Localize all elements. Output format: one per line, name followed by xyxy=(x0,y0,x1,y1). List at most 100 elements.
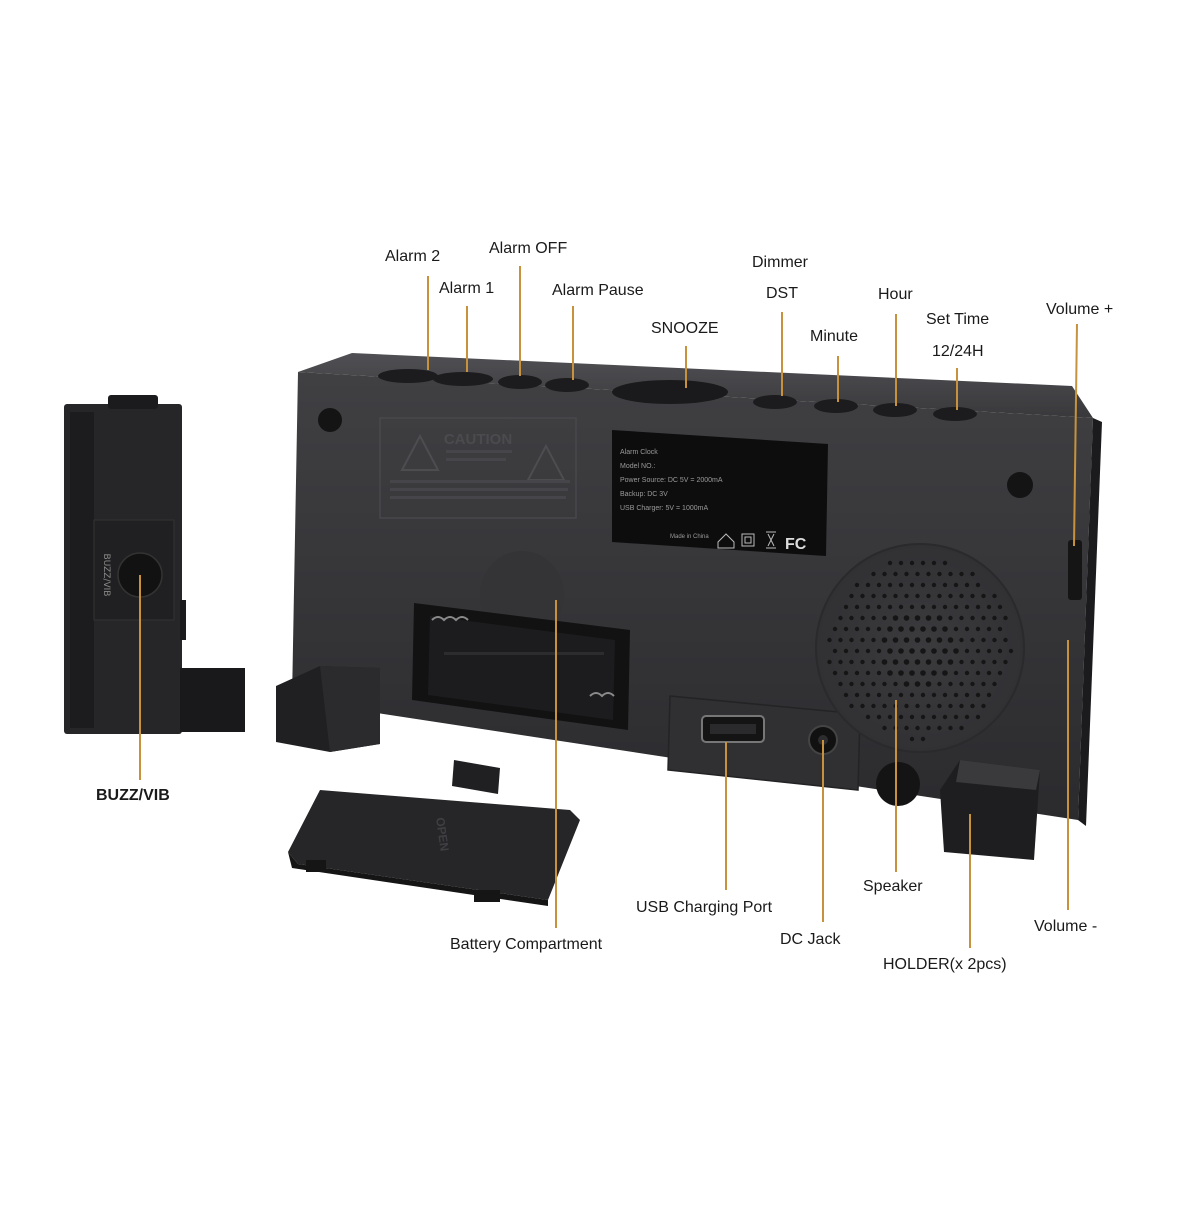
speaker-hole xyxy=(909,648,915,654)
speaker-hole xyxy=(909,670,915,676)
speaker-hole xyxy=(970,615,975,621)
speaker-hole xyxy=(871,571,876,577)
speaker-hole xyxy=(838,659,843,665)
speaker-hole xyxy=(876,648,882,654)
snooze-button[interactable] xyxy=(612,380,728,404)
speaker-hole xyxy=(838,637,843,643)
speaker-hole xyxy=(964,626,970,632)
speaker-hole xyxy=(931,670,937,676)
callout-minute: Minute xyxy=(810,328,859,345)
speaker-hole xyxy=(975,604,981,610)
speaker-hole xyxy=(893,681,898,687)
speaker-hole xyxy=(909,736,915,742)
speaker-hole xyxy=(981,637,986,643)
dimmer-dst-button[interactable] xyxy=(753,395,797,409)
speaker-hole xyxy=(986,670,992,676)
speaker-hole xyxy=(914,681,921,687)
speaker-hole xyxy=(909,714,915,720)
speaker-hole xyxy=(925,637,932,643)
speaker-hole xyxy=(898,648,904,654)
speaker-hole xyxy=(893,593,898,599)
speaker-hole xyxy=(832,626,838,632)
speaker-hole xyxy=(854,626,860,632)
speaker-hole xyxy=(854,670,860,676)
alarm-2-button[interactable] xyxy=(378,369,438,383)
speaker-hole xyxy=(903,681,910,687)
holder-right xyxy=(940,760,1040,860)
speaker-hole xyxy=(865,670,871,676)
speaker-hole xyxy=(909,560,915,566)
speaker-hole xyxy=(959,615,964,621)
screw-hole-left xyxy=(318,408,342,432)
speaker-hole xyxy=(931,692,937,698)
minute-button[interactable] xyxy=(814,399,858,413)
speaker-hole xyxy=(909,582,915,588)
speaker-hole xyxy=(992,681,997,687)
volume-rocker[interactable] xyxy=(1068,540,1082,600)
label-line: Made in China xyxy=(670,534,709,540)
speaker-hole xyxy=(920,692,926,698)
speaker-hole xyxy=(992,615,997,621)
label-line: Backup: DC 3V xyxy=(620,491,668,498)
caution-title: CAUTION xyxy=(444,431,512,448)
speaker-hole xyxy=(843,648,849,654)
speaker-hole xyxy=(843,626,849,632)
speaker-hole xyxy=(992,593,997,599)
speaker-hole xyxy=(898,604,904,610)
alarm-off-button[interactable] xyxy=(498,375,542,389)
alarm-pause-button[interactable] xyxy=(545,378,589,392)
right-side xyxy=(1078,418,1102,826)
speaker-hole xyxy=(926,571,931,577)
speaker-hole xyxy=(871,659,876,665)
speaker-hole xyxy=(876,582,882,588)
speaker-hole xyxy=(876,626,882,632)
alarm-1-button[interactable] xyxy=(433,372,493,386)
speaker-hole xyxy=(892,659,899,665)
speaker-hole xyxy=(915,593,920,599)
speaker-hole xyxy=(970,571,975,577)
speaker-hole xyxy=(832,670,838,676)
speaker-hole xyxy=(959,725,964,731)
speaker-hole xyxy=(964,670,970,676)
speaker-hole xyxy=(942,626,948,632)
speaker-hole xyxy=(893,571,898,577)
speaker-hole xyxy=(920,736,926,742)
speaker-hole xyxy=(970,703,975,709)
speaker-hole xyxy=(871,637,876,643)
speaker-hole xyxy=(931,626,937,632)
speaker-hole xyxy=(947,637,954,643)
speaker-hole xyxy=(970,659,975,665)
speaker-hole xyxy=(898,626,904,632)
hour-button[interactable] xyxy=(873,403,917,417)
speaker-hole xyxy=(849,703,854,709)
speaker-hole xyxy=(937,703,942,709)
speaker-hole xyxy=(865,626,871,632)
speaker-hole xyxy=(992,659,997,665)
speaker-hole xyxy=(887,604,893,610)
speaker-hole xyxy=(854,582,860,588)
speaker-hole xyxy=(882,593,887,599)
speaker-hole xyxy=(931,714,937,720)
speaker-hole xyxy=(865,604,871,610)
top-buttons xyxy=(378,369,977,421)
speaker-hole xyxy=(937,681,942,687)
label-line: USB Charger: 5V = 1000mA xyxy=(620,505,708,512)
speaker-hole xyxy=(942,670,948,676)
bottom-hole xyxy=(876,762,920,806)
speaker-hole xyxy=(882,725,887,731)
speaker-hole xyxy=(986,648,992,654)
callout-set-time: Set Time xyxy=(926,311,990,328)
callout-usb-charging-port: USB Charging Port xyxy=(636,899,773,916)
speaker-hole xyxy=(948,593,953,599)
speaker-hole xyxy=(986,604,992,610)
speaker-hole xyxy=(914,637,921,643)
speaker-hole xyxy=(914,615,921,621)
speaker-hole xyxy=(964,582,970,588)
speaker-hole xyxy=(882,681,887,687)
set-time-button[interactable] xyxy=(933,407,977,421)
speaker-hole xyxy=(931,648,937,654)
speaker-hole xyxy=(992,637,997,643)
callout-hour: Hour xyxy=(878,286,913,303)
speaker-hole xyxy=(920,670,926,676)
